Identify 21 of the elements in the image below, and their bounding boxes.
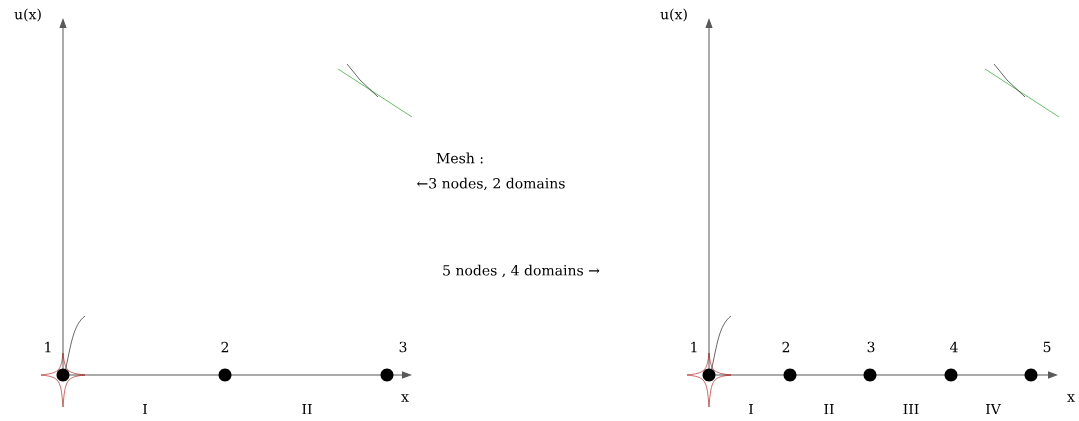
node-number: 5	[1043, 341, 1051, 353]
node-number: 4	[950, 341, 958, 353]
node-number: 2	[782, 341, 790, 353]
domain-label: II	[824, 403, 834, 415]
domain-label: II	[302, 403, 312, 415]
node-number: 2	[221, 341, 229, 353]
node-number: 1	[691, 341, 697, 353]
mesh-note: 5 nodes , 4 domains →	[443, 264, 600, 278]
mesh-note: ←3 nodes, 2 domains	[417, 177, 565, 191]
mesh-heading: Mesh :	[436, 152, 483, 164]
axis-label: u(x)	[660, 8, 687, 22]
node-number: 3	[867, 341, 875, 353]
axis-label: u(x)	[14, 8, 41, 22]
domain-label: IV	[985, 403, 1002, 415]
domain-label: I	[143, 403, 147, 415]
node-number: 1	[45, 341, 51, 353]
axis-label: x	[401, 394, 409, 402]
axis-label: x	[1067, 394, 1075, 402]
domain-label: I	[749, 403, 753, 415]
domain-label: III	[903, 403, 919, 415]
node-number: 3	[399, 341, 407, 353]
